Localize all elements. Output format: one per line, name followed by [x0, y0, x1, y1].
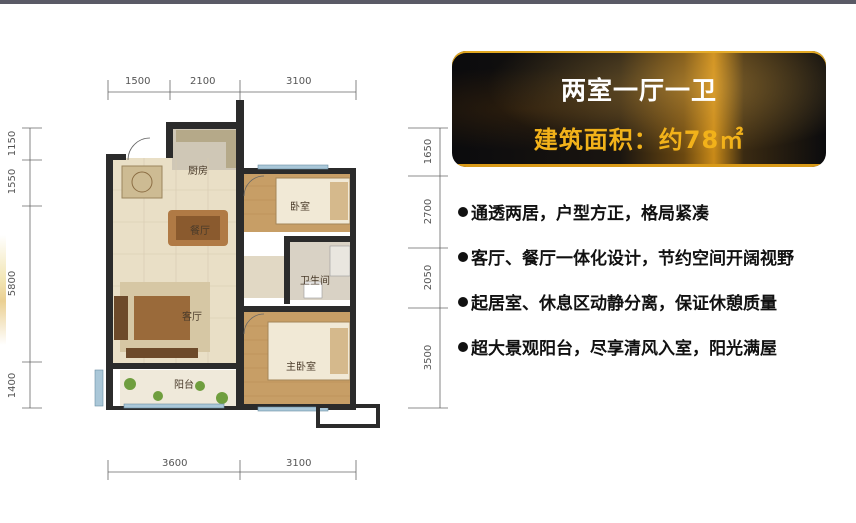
bullet-icon: [458, 252, 468, 262]
dim-left-1: 1150: [7, 130, 19, 157]
dim-bottom-1: 3600: [162, 458, 188, 469]
dim-right-1: 1650: [423, 138, 435, 165]
dim-right-3: 2050: [423, 264, 435, 291]
bullet-icon: [458, 297, 468, 307]
dim-bottom-2: 3100: [286, 458, 312, 469]
top-border-bar: [0, 0, 856, 4]
dim-right-2: 2700: [423, 198, 435, 225]
dim-right-4: 3500: [423, 344, 435, 371]
dim-top-3: 3100: [286, 76, 312, 87]
room-label-master-bedroom: 主卧室: [286, 362, 316, 373]
room-label-balcony: 阳台: [174, 380, 194, 391]
room-label-bathroom: 卫生间: [300, 276, 330, 287]
feature-text: 超大景观阳台，尽享清风入室，阳光满屋: [471, 339, 777, 359]
floor-plan: 1500 2100 3100 3600 3100 1150 1550 5800 …: [7, 76, 448, 480]
feature-text: 通透两居，户型方正，格局紧凑: [471, 204, 709, 224]
plate-glow: [452, 51, 826, 167]
title-plate: 两室一厅一卫 建筑面积：约78㎡: [452, 51, 826, 167]
room-label-bedroom: 卧室: [290, 202, 310, 213]
dim-left-2: 1550: [7, 168, 19, 195]
feature-item: 超大景观阳台，尽享清风入室，阳光满屋: [458, 334, 794, 359]
room-label-dining: 餐厅: [190, 226, 210, 237]
feature-item: 客厅、餐厅一体化设计，节约空间开阔视野: [458, 244, 794, 269]
layout-title: 两室一厅一卫: [560, 76, 717, 105]
feature-list: 通透两居，户型方正，格局紧凑 客厅、餐厅一体化设计，节约空间开阔视野 起居室、休…: [458, 199, 794, 379]
dim-left-3: 5800: [7, 270, 19, 297]
room-label-kitchen: 厨房: [188, 166, 208, 177]
building-area: 建筑面积：约78㎡: [533, 126, 745, 154]
feature-item: 通透两居，户型方正，格局紧凑: [458, 199, 794, 224]
feature-item: 起居室、休息区动静分离，保证休憩质量: [458, 289, 794, 314]
bullet-icon: [458, 207, 468, 217]
feature-text: 起居室、休息区动静分离，保证休憩质量: [471, 294, 777, 314]
floor-plan-drawing: [22, 80, 448, 480]
bullet-icon: [458, 342, 468, 352]
left-decorative-strip: [0, 235, 6, 345]
dim-top-2: 2100: [190, 76, 216, 87]
room-label-living: 客厅: [182, 312, 202, 323]
dim-left-4: 1400: [7, 372, 19, 399]
dim-top-1: 1500: [125, 76, 151, 87]
feature-text: 客厅、餐厅一体化设计，节约空间开阔视野: [471, 249, 794, 269]
